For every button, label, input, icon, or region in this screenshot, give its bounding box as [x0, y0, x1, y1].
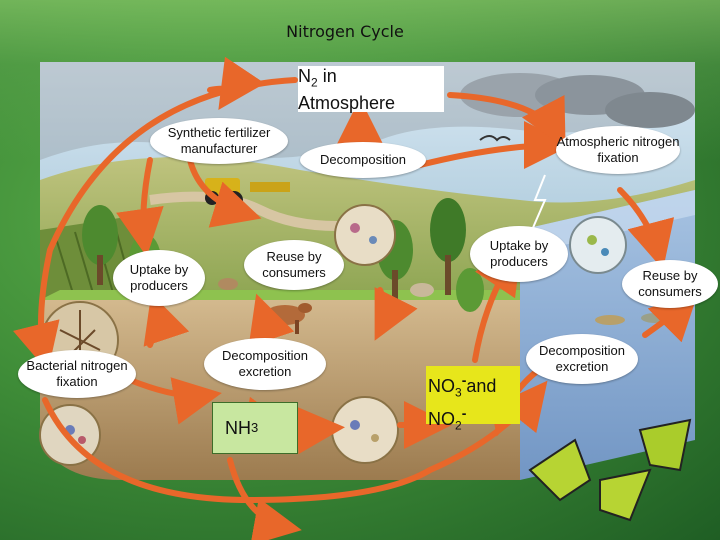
- synthetic-fertilizer-label: Synthetic fertilizer manufacturer: [150, 118, 288, 164]
- nitrate-charge: -: [461, 372, 467, 388]
- atmosphere-line1: N2 in: [298, 66, 444, 93]
- cycle-arrows: [12, 56, 699, 540]
- deer: [410, 283, 434, 297]
- nitrate-nitrite-box: NO3-and NO2-: [426, 366, 520, 432]
- uptake-producers-left-label: Uptake by producers: [113, 250, 205, 306]
- decomp-excretion-left-label: Decomposition excretion: [204, 338, 326, 390]
- nitrite-subscript: 2: [455, 418, 462, 433]
- atmosphere-box: N2 in Atmosphere: [298, 66, 444, 113]
- nitrate-symbol: NO: [428, 376, 455, 396]
- nitrate-subscript: 3: [455, 385, 462, 400]
- n2-subscript: 2: [311, 75, 318, 90]
- decomposition-top-label: Decomposition: [300, 142, 426, 178]
- n2-symbol: N: [298, 66, 311, 86]
- ammonia-subscript: 3: [251, 420, 259, 435]
- atmospheric-fixation-text: Atmospheric nitrogen fixation: [556, 134, 680, 165]
- rabbit: [218, 278, 238, 290]
- decomp-excretion-right-text: Decomposition excretion: [539, 343, 625, 374]
- reuse-left-text: Reuse by consumers: [262, 249, 326, 280]
- n2-in: in: [317, 66, 337, 86]
- butterflies: [528, 418, 692, 522]
- microbe-circles: [39, 204, 627, 466]
- uptake-right-text: Uptake by producers: [489, 238, 549, 269]
- page-title: Nitrogen Cycle: [286, 22, 404, 41]
- lightning: [531, 174, 547, 231]
- atmosphere-line2: Atmosphere: [298, 92, 396, 113]
- nitrate-line: NO3-and: [428, 370, 518, 403]
- nitrite-line: NO2-: [428, 403, 518, 436]
- decomposition-top-text: Decomposition: [320, 152, 406, 167]
- reuse-consumers-right-label: Reuse by consumers: [622, 260, 718, 308]
- reuse-consumers-left-label: Reuse by consumers: [244, 240, 344, 290]
- bird: [479, 135, 511, 142]
- bacterial-fixation-label: Bacterial nitrogen fixation: [18, 350, 136, 398]
- uptake-left-text: Uptake by producers: [129, 262, 189, 293]
- nitrite-charge: -: [461, 404, 467, 421]
- nitrite-symbol: NO: [428, 408, 455, 429]
- reuse-right-text: Reuse by consumers: [638, 268, 702, 299]
- ammonia-symbol: NH: [225, 418, 251, 438]
- decomp-excretion-left-text: Decomposition excretion: [222, 348, 308, 379]
- uptake-producers-right-label: Uptake by producers: [470, 226, 568, 282]
- synthetic-fertilizer-text: Synthetic fertilizer manufacturer: [167, 125, 271, 156]
- bacterial-fixation-text: Bacterial nitrogen fixation: [26, 358, 128, 389]
- decomp-excretion-right-label: Decomposition excretion: [526, 334, 638, 384]
- atmospheric-fixation-label: Atmospheric nitrogen fixation: [556, 126, 680, 174]
- nitrate-and: and: [466, 376, 497, 396]
